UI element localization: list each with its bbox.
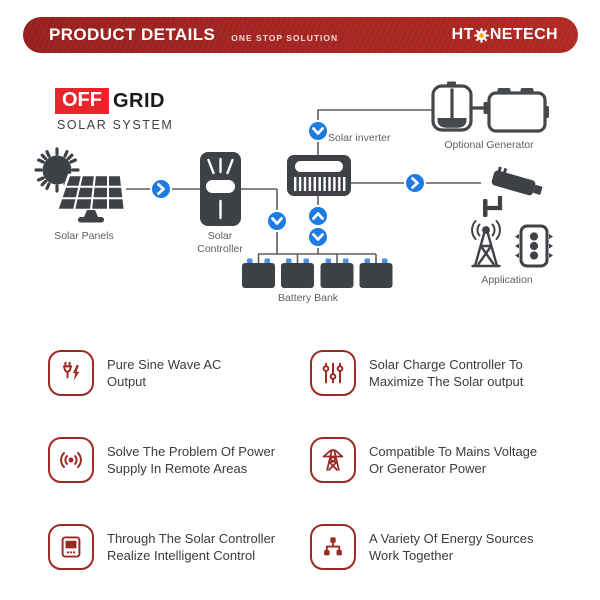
brand-logo: HT NETECH: [452, 26, 558, 44]
optional-generator-icon: [431, 81, 549, 133]
battery-bank-label: Battery Bank: [277, 292, 339, 304]
solar-inverter-icon: [287, 155, 351, 196]
sliders-icon: [310, 350, 356, 396]
solar-inverter-label: Solar inverter: [328, 132, 391, 144]
arrow-right-icon: [404, 172, 426, 194]
optional-generator-label: Optional Generator: [444, 139, 534, 151]
hero-subtitle: SOLAR SYSTEM: [57, 118, 174, 132]
arrow-right-icon: [150, 178, 172, 200]
solar-panels-icon: [34, 147, 127, 223]
arrow-up-icon: [307, 205, 329, 227]
arrow-down-icon: [307, 226, 329, 248]
grid-word: GRID: [113, 89, 165, 112]
power-tower-icon: [310, 437, 356, 483]
brand-text-suffix: NETECH: [489, 26, 558, 43]
control-panel-icon: [48, 524, 94, 570]
arrow-down-icon: [307, 120, 329, 142]
page-title: PRODUCT DETAILS: [49, 25, 216, 44]
gear-icon: [474, 27, 490, 43]
hero-title: OFF GRID: [55, 88, 165, 114]
header-subtitle: ONE STOP SOLUTION: [231, 32, 339, 43]
solar-controller-icon: [200, 152, 241, 226]
antenna-tower-icon: [471, 220, 501, 268]
battery-bank-icon: [242, 258, 393, 288]
plug-bolt-icon: [48, 350, 94, 396]
off-badge: OFF: [55, 88, 109, 114]
cctv-camera-icon: [483, 166, 543, 217]
arrow-down-icon: [266, 210, 288, 232]
application-label: Application: [481, 274, 533, 286]
system-diagram-graphic: [34, 81, 553, 288]
system-diagram: Solar Panels Solar Controller Solar inve…: [0, 80, 600, 315]
broadcast-icon: [48, 437, 94, 483]
solar-controller-label: Solar Controller: [197, 230, 243, 255]
network-icon: [310, 524, 356, 570]
header-banner: PRODUCT DETAILS ONE STOP SOLUTION HT: [23, 17, 578, 53]
solar-panels-label: Solar Panels: [54, 230, 114, 242]
brand-text-prefix: HT: [451, 26, 474, 43]
traffic-light-icon: [515, 224, 553, 268]
